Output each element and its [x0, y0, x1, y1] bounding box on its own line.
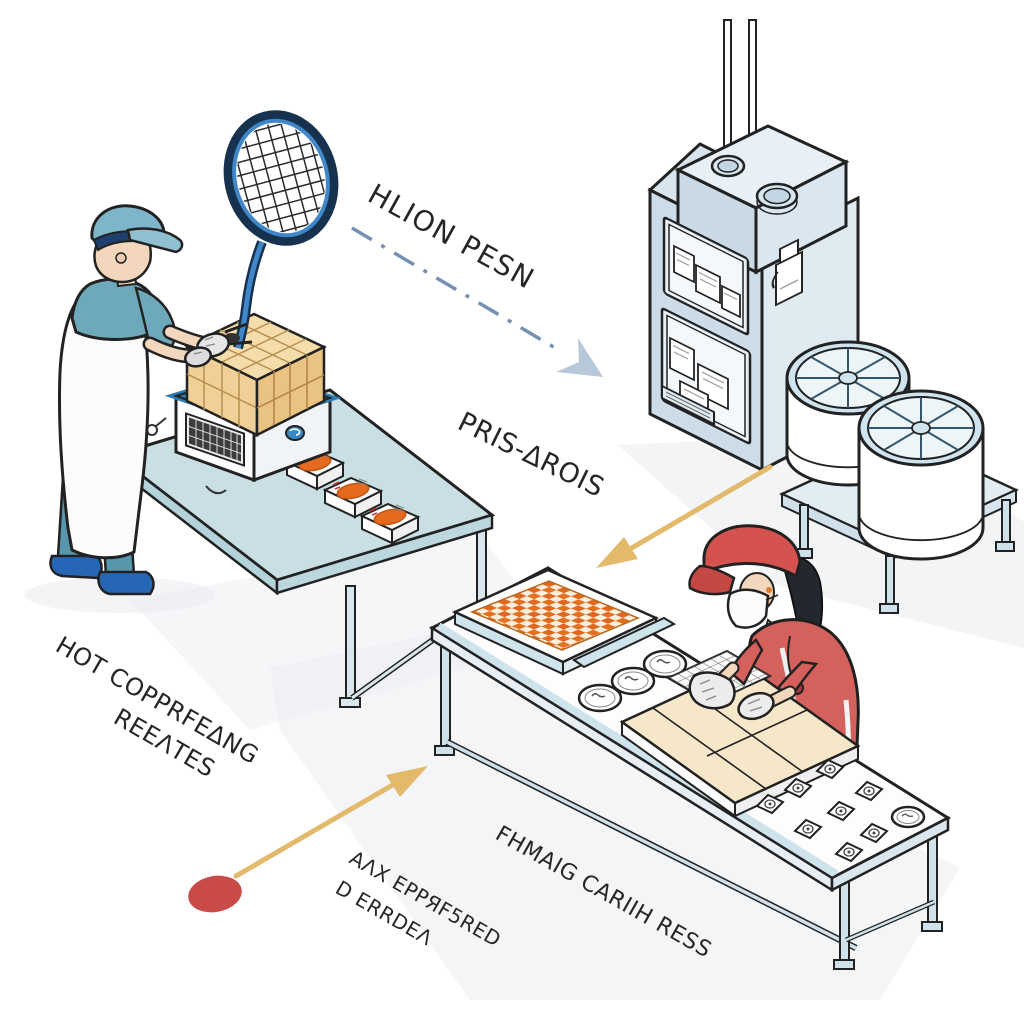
shoe-icon — [49, 554, 103, 580]
tan-grid-block — [184, 312, 327, 438]
label-process-mid: PRIS-ΔROIS — [453, 406, 609, 503]
machine-button-icon — [285, 425, 305, 441]
worker-right-arms — [688, 638, 819, 721]
glove-icon — [183, 346, 213, 368]
component-tray-icon — [359, 502, 421, 545]
component-tray-icon — [322, 476, 384, 519]
parts-card-icon — [755, 793, 785, 815]
sample-plate-icon — [642, 649, 688, 679]
sample-plates — [577, 649, 688, 713]
label-process-top: HLION PESN — [363, 177, 541, 296]
string-reels-cart — [779, 340, 1019, 614]
red-dot-icon — [188, 875, 242, 913]
round-plate-icon — [890, 805, 926, 829]
press-side-dispenser-icon — [771, 238, 803, 307]
glove-icon — [737, 691, 775, 721]
cap-icon — [702, 524, 802, 579]
press-rod-icon — [723, 19, 732, 161]
press-cap-icon — [710, 154, 799, 215]
parts-card-icon — [854, 780, 884, 802]
parts-card-icon — [834, 841, 864, 863]
orange-flow-arrow-icon — [596, 464, 773, 568]
long-assembly-table — [428, 566, 952, 970]
table-divider-strip — [572, 616, 677, 669]
glove-icon — [688, 671, 736, 710]
dashed-flow-arrow-icon — [351, 226, 603, 377]
parts-cards — [755, 758, 926, 863]
string-reel-drum-icon — [857, 389, 985, 561]
sample-plate-icon — [577, 683, 623, 713]
tennis-racket-icon — [223, 110, 339, 350]
worker-left — [49, 204, 253, 596]
shoe-icon — [97, 570, 155, 596]
press-windows — [660, 216, 752, 445]
parts-card-icon — [815, 758, 845, 780]
parts-card-icon — [826, 800, 856, 822]
parts-card-icon — [793, 818, 823, 840]
parts-card-icon — [783, 777, 813, 799]
orange-arrowhead-icon — [386, 766, 428, 797]
ear-icon — [115, 252, 127, 264]
sample-plate-icon — [610, 666, 656, 696]
keypad-icon — [185, 412, 245, 467]
parts-card-icon — [859, 822, 889, 844]
annotation-start — [188, 766, 428, 913]
face-mask-icon — [726, 588, 770, 629]
